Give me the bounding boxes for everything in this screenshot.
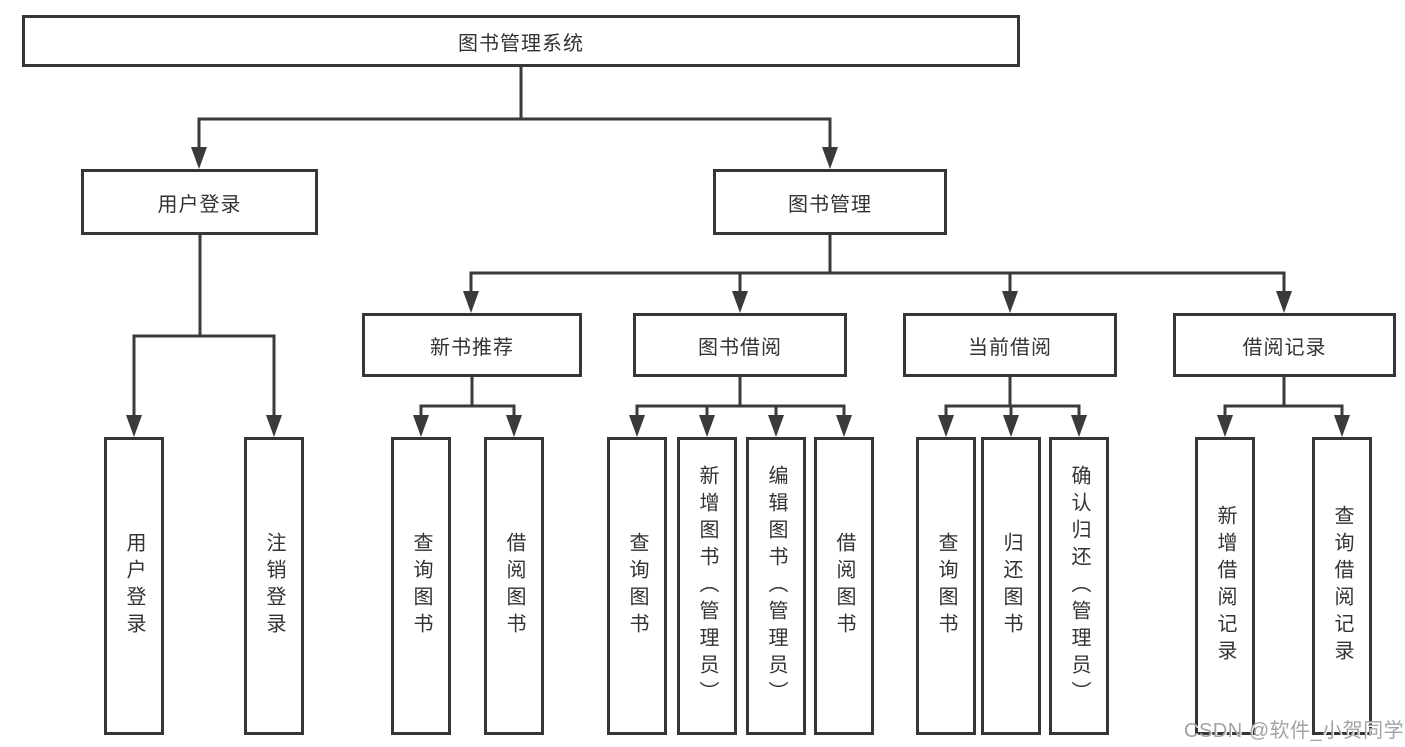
arrow-down-icon (836, 415, 852, 437)
arrow-down-icon (1334, 415, 1350, 437)
arrow-down-icon (1002, 291, 1018, 313)
leaf-borrow-books: 借阅图书 (814, 437, 874, 735)
leaf-label: 借阅图书 (503, 532, 525, 640)
leaf-query-books-recommend: 查询图书 (391, 437, 451, 735)
leaf-label: 查询借阅记录 (1331, 505, 1353, 667)
arrow-down-icon (1276, 291, 1292, 313)
node-label: 用户登录 (157, 193, 242, 216)
leaf-logout: 注销登录 (244, 437, 304, 735)
arrow-down-icon (191, 147, 207, 169)
arrow-down-icon (629, 415, 645, 437)
arrow-down-icon (506, 415, 522, 437)
arrow-down-icon (126, 415, 142, 437)
arrow-down-icon (822, 147, 838, 169)
node-label: 图书借阅 (698, 336, 782, 359)
leaf-label: 新增图书（管理员） (696, 464, 718, 708)
leaf-query-books-current: 查询图书 (916, 437, 976, 735)
leaf-label: 注销登录 (263, 532, 285, 640)
arrow-down-icon (1003, 415, 1019, 437)
csdn-watermark: CSDN @软件_小贺同学 (1184, 720, 1405, 742)
leaf-label: 新增借阅记录 (1214, 505, 1236, 667)
node-user-login: 用户登录 (81, 169, 318, 235)
node-book-borrowing: 图书借阅 (633, 313, 847, 377)
arrow-down-icon (1217, 415, 1233, 437)
leaf-confirm-return-admin: 确认归还（管理员） (1049, 437, 1109, 735)
leaf-return-books: 归还图书 (981, 437, 1041, 735)
leaf-label: 查询图书 (410, 532, 432, 640)
arrow-down-icon (938, 415, 954, 437)
node-label: 图书管理 (788, 193, 872, 216)
node-label: 新书推荐 (430, 336, 514, 359)
leaf-label: 用户登录 (123, 532, 145, 640)
leaf-query-books-borrowing: 查询图书 (607, 437, 667, 735)
arrow-down-icon (413, 415, 429, 437)
node-label: 图书管理系统 (458, 32, 584, 55)
arrow-down-icon (463, 291, 479, 313)
leaf-add-borrow-record: 新增借阅记录 (1195, 437, 1255, 735)
node-new-book-recommendation: 新书推荐 (362, 313, 582, 377)
leaf-borrow-books-recommend: 借阅图书 (484, 437, 544, 735)
leaf-label: 查询图书 (935, 532, 957, 640)
node-current-borrowing: 当前借阅 (903, 313, 1117, 377)
node-root-library-system: 图书管理系统 (22, 15, 1020, 67)
leaf-label: 归还图书 (1000, 532, 1022, 640)
leaf-add-books-admin: 新增图书（管理员） (677, 437, 737, 735)
node-label: 当前借阅 (968, 336, 1052, 359)
leaf-user-login: 用户登录 (104, 437, 164, 735)
arrow-down-icon (768, 415, 784, 437)
leaf-query-borrow-record: 查询借阅记录 (1312, 437, 1372, 735)
node-label: 借阅记录 (1242, 336, 1327, 359)
arrow-down-icon (699, 415, 715, 437)
arrow-down-icon (266, 415, 282, 437)
arrow-down-icon (1071, 415, 1087, 437)
leaf-edit-books-admin: 编辑图书（管理员） (746, 437, 806, 735)
node-book-management: 图书管理 (713, 169, 947, 235)
leaf-label: 编辑图书（管理员） (765, 464, 787, 708)
leaf-label: 确认归还（管理员） (1068, 464, 1090, 708)
node-borrowing-records: 借阅记录 (1173, 313, 1396, 377)
leaf-label: 借阅图书 (833, 532, 855, 640)
leaf-label: 查询图书 (626, 532, 648, 640)
arrow-down-icon (732, 291, 748, 313)
